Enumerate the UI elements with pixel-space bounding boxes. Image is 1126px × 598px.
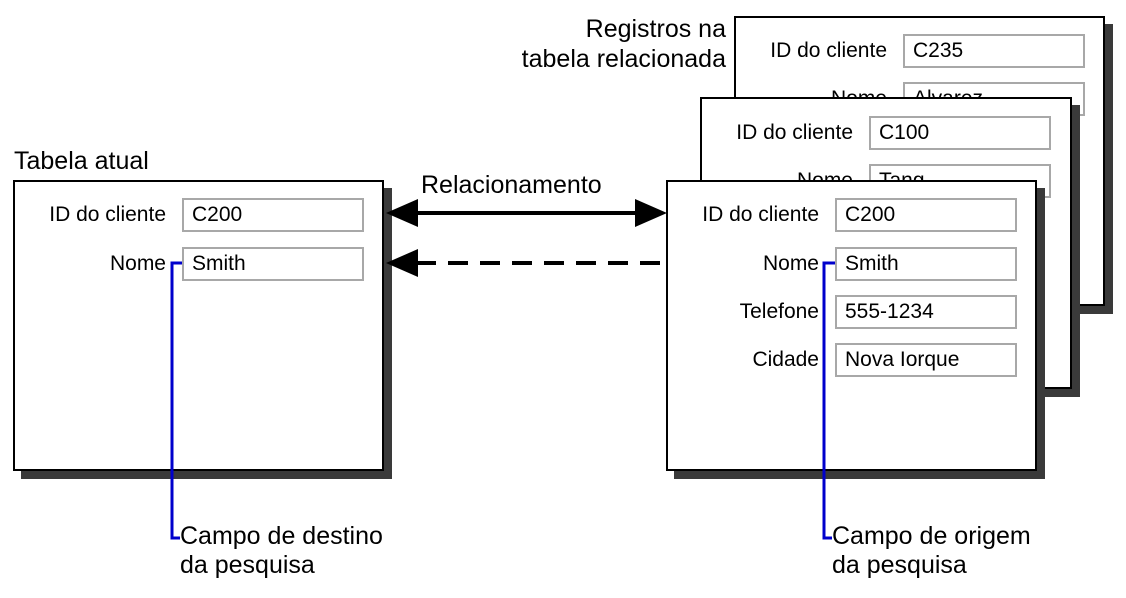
field-label: ID do cliente — [702, 203, 819, 226]
field-label: Telefone — [739, 300, 819, 323]
field-label: ID do cliente — [49, 203, 166, 226]
related-records-caption-line2: tabela relacionada — [521, 45, 726, 73]
source-callout: Campo de origem da pesquisa — [832, 522, 1031, 580]
related-records-caption: Registros na tabela relacionada — [470, 14, 726, 74]
relationship-arrow-left-head — [386, 199, 418, 227]
target-callout-line2: da pesquisa — [180, 551, 315, 579]
target-callout: Campo de destino da pesquisa — [180, 522, 383, 580]
field-label: ID do cliente — [736, 121, 853, 144]
source-callout-line2: da pesquisa — [832, 551, 967, 579]
current-table-card: ID do cliente C200 Nome Smith — [13, 180, 384, 471]
related-record-front: ID do cliente C200 Nome Smith Telefone 5… — [666, 180, 1037, 471]
relationship-label: Relacionamento — [421, 171, 602, 199]
field-label: Nome — [762, 252, 819, 275]
current-table-caption: Tabela atual — [14, 147, 149, 175]
field-value: Nova Iorque — [835, 343, 1017, 377]
field-value: Smith — [182, 247, 364, 281]
field-label: Nome — [109, 252, 166, 275]
field-value: 555-1234 — [835, 295, 1017, 329]
field-value: Smith — [835, 247, 1017, 281]
field-value: C235 — [903, 34, 1085, 68]
field-label: Cidade — [752, 348, 819, 371]
relationship-arrow-right-head — [635, 199, 667, 227]
field-value: C200 — [182, 198, 364, 232]
field-value: C200 — [835, 198, 1017, 232]
field-label: ID do cliente — [770, 39, 887, 62]
field-value: C100 — [869, 116, 1051, 150]
target-callout-line1: Campo de destino — [180, 522, 383, 550]
lookup-arrow-head — [386, 249, 418, 277]
related-records-caption-line1: Registros na — [585, 15, 726, 43]
source-callout-line1: Campo de origem — [832, 522, 1031, 550]
